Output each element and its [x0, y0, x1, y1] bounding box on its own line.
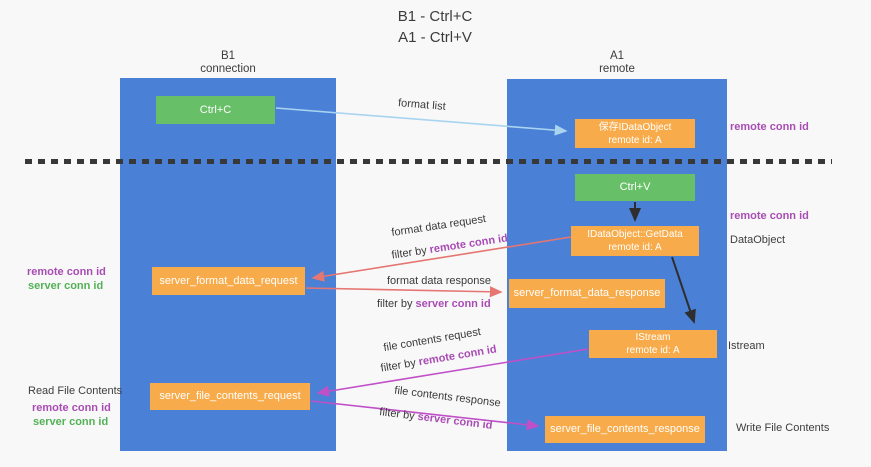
node-ctrl-c: Ctrl+C [156, 96, 275, 124]
page-title: B1 - Ctrl+C A1 - Ctrl+V [340, 6, 530, 48]
side-label-istream: Istream [728, 340, 765, 352]
node-idataobject-getdata: IDataObject::GetData remote id: A [571, 226, 699, 256]
page-title-line2: A1 - Ctrl+V [398, 29, 472, 46]
node-save-idataobject-line1: 保存IDataObject [598, 121, 672, 133]
side-label-remote-conn-id-left1: remote conn id [27, 266, 106, 278]
page-title-line1: B1 - Ctrl+C [397, 8, 473, 25]
arrow-label-filter-format-request: filter by remote conn id [391, 232, 509, 261]
node-ctrl-c-label: Ctrl+C [199, 103, 232, 116]
server-conn-id-text: server conn id [416, 410, 494, 432]
lane-a1-subtitle: remote [599, 63, 635, 75]
filter-by-text: filter by [379, 356, 420, 375]
node-server-file-contents-request: server_file_contents_request [150, 383, 310, 410]
remote-conn-id-text: remote conn id [428, 232, 509, 256]
arrow-label-file-contents-response: file contents response [393, 384, 502, 410]
side-label-server-conn-id-left2: server conn id [33, 416, 109, 428]
filter-by-text: filter by [378, 406, 419, 423]
node-server-file-contents-response: server_file_contents_response [545, 416, 705, 443]
node-save-idataobject: 保存IDataObject remote id: A [575, 119, 695, 148]
node-istream-line1: IStream [635, 332, 671, 343]
arrow-label-format-data-request: format data request [390, 213, 487, 239]
side-label-remote-conn-id-top-right: remote conn id [730, 121, 809, 133]
side-label-remote-conn-id-mid-right: remote conn id [730, 210, 809, 222]
node-server-file-contents-request-label: server_file_contents_request [159, 390, 301, 402]
arrow-label-format-data-response: format data response [387, 275, 491, 287]
arrow-label-format-list: format list [397, 97, 447, 113]
arrow-label-filter-format-response: filter by server conn id [377, 298, 491, 310]
node-server-format-data-response-label: server_format_data_response [513, 287, 661, 299]
node-ctrl-v-label: Ctrl+V [619, 181, 651, 193]
remote-conn-id-text: remote conn id [417, 343, 498, 369]
server-conn-id-text: server conn id [415, 298, 491, 310]
lane-b1-subtitle: connection [200, 63, 256, 75]
node-getdata-line1: IDataObject::GetData [587, 229, 683, 240]
filter-by-text: filter by [390, 244, 431, 262]
lane-a1-title: A1 [609, 50, 625, 62]
filter-by-text: filter by [377, 298, 416, 310]
node-getdata-line2: remote id: A [608, 242, 662, 253]
node-ctrl-v: Ctrl+V [575, 174, 695, 201]
node-server-file-contents-response-label: server_file_contents_response [550, 423, 700, 435]
lane-header-a1: A1 remote [546, 50, 688, 76]
node-istream-line2: remote id: A [626, 345, 680, 356]
side-label-server-conn-id-left1: server conn id [28, 280, 104, 292]
node-istream: IStream remote id: A [589, 330, 717, 358]
dashed-separator-line [25, 159, 832, 164]
side-label-remote-conn-id-left2: remote conn id [32, 402, 111, 414]
lane-header-b1: B1 connection [157, 50, 299, 76]
node-server-format-data-request-label: server_format_data_request [159, 274, 298, 287]
arrow-label-filter-file-response: filter by server conn id [379, 406, 493, 432]
side-label-write-file-contents: Write File Contents [736, 422, 830, 434]
side-label-dataobject: DataObject [730, 234, 786, 246]
lane-b1-title: B1 [220, 50, 236, 62]
side-label-read-file-contents: Read File Contents [28, 385, 123, 397]
node-server-format-data-request: server_format_data_request [152, 267, 305, 295]
node-server-format-data-response: server_format_data_response [509, 279, 665, 308]
node-save-idataobject-line2: remote id: A [608, 134, 662, 146]
